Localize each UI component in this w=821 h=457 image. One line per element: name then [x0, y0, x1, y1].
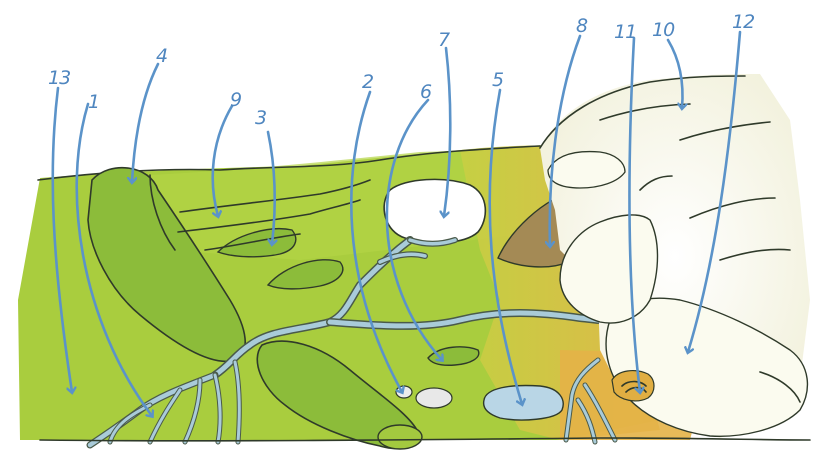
stone-large [416, 388, 452, 408]
label-3: 3 [255, 107, 266, 129]
label-13: 13 [48, 67, 70, 89]
arrow-4 [132, 64, 158, 182]
label-5: 5 [492, 69, 504, 91]
label-12: 12 [732, 11, 754, 33]
hill-bottom-cap [378, 425, 422, 449]
label-10: 10 [652, 19, 675, 41]
label-2: 2 [362, 71, 373, 93]
label-1: 1 [88, 91, 99, 113]
label-9: 9 [230, 89, 241, 111]
label-6: 6 [420, 81, 432, 103]
moraine-11 [612, 371, 654, 401]
label-7: 7 [438, 29, 450, 51]
label-4: 4 [156, 45, 167, 67]
label-8: 8 [576, 15, 588, 37]
pond-5 [484, 386, 564, 420]
label-11: 11 [614, 21, 636, 43]
lake-7 [384, 179, 485, 242]
